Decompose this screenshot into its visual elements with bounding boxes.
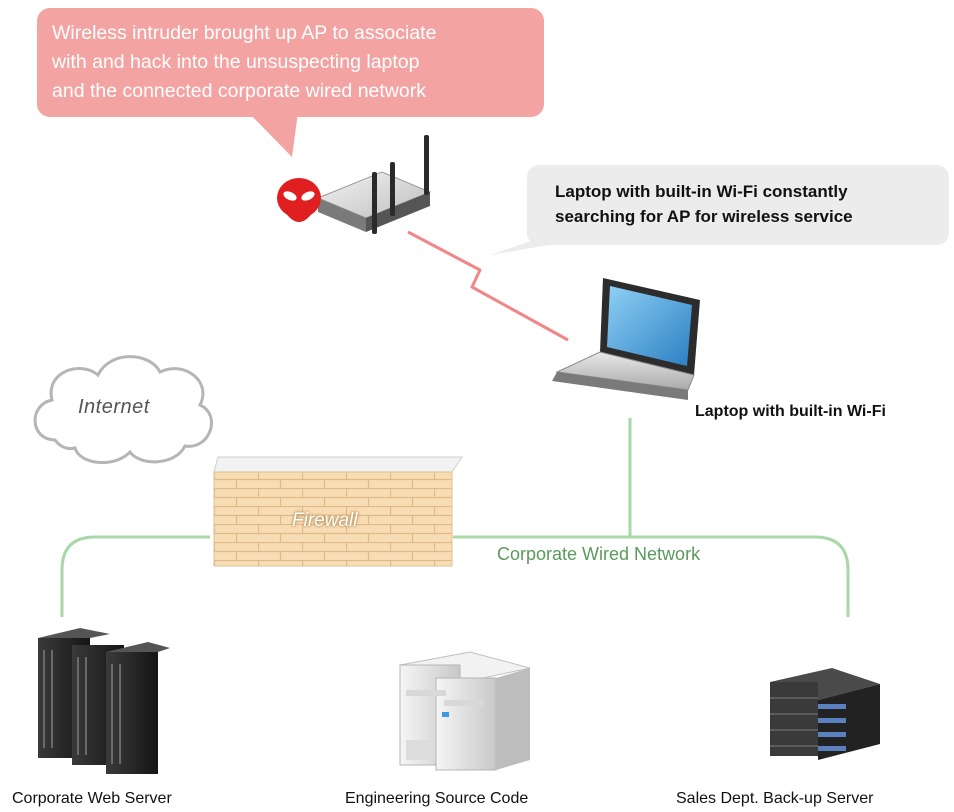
web-server-icon <box>38 628 170 774</box>
engineering-server-icon <box>399 651 531 771</box>
sales-server-label: Sales Dept. Back-up Server <box>676 790 874 807</box>
network-lines <box>60 418 850 617</box>
internet-cloud <box>33 355 213 465</box>
intruder-callout-text: Wireless intruder brought up AP to assoc… <box>52 22 437 102</box>
intruder-alien-icon <box>277 178 321 222</box>
laptop-callout-text: Laptop with built-in Wi-Fi constantly se… <box>555 182 853 226</box>
intruder-callout-bubble <box>37 8 544 157</box>
firewall-wall <box>213 456 463 567</box>
laptop-icon <box>552 278 700 400</box>
wireless-link <box>407 230 569 342</box>
internet-label: Internet <box>78 396 150 418</box>
laptop-label: Laptop with built-in Wi-Fi <box>695 403 886 420</box>
network-label: Corporate Wired Network <box>497 544 701 564</box>
web-server-label: Corporate Web Server <box>12 790 172 807</box>
sales-server-icon <box>770 668 880 760</box>
engineering-server-label: Engineering Source Code <box>345 790 529 807</box>
firewall-label: Firewall <box>292 510 358 531</box>
rogue-access-point <box>316 135 432 234</box>
laptop-callout-bubble <box>490 165 949 255</box>
